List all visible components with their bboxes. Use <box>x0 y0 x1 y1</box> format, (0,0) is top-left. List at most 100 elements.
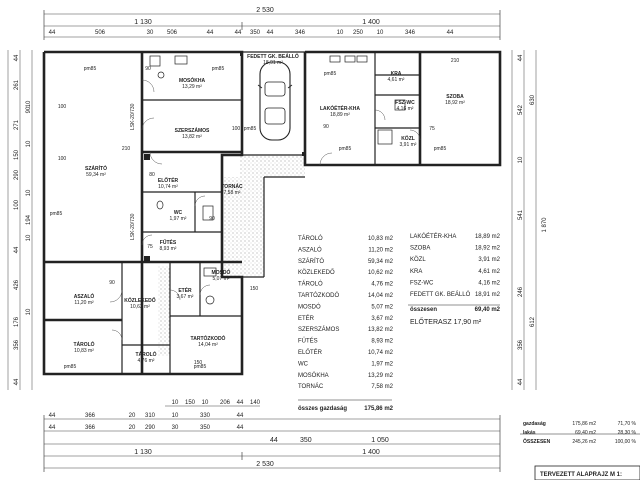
dim-left-chain-item: 194 <box>26 214 32 225</box>
summary-percent: 71,70 % <box>618 421 637 427</box>
dim-bottom-chain-2-item: 350 <box>200 425 211 431</box>
dim-left-chain-item: 10 <box>26 140 32 147</box>
dim-right-chain-item: 612 <box>530 316 536 327</box>
summary-value: 69,40 m2 <box>575 430 596 436</box>
room-area: 10,83 m² <box>74 348 94 354</box>
dim-top-right: 1 400 <box>362 19 380 26</box>
dim-bottom-extra-44: 44 <box>270 437 278 444</box>
room-area: 13,29 m² <box>182 84 202 90</box>
door-width: 210 <box>122 146 131 152</box>
table-left-room-name: WC <box>298 361 309 367</box>
left-dimension-lines: 4426110902711015029010100194104442610176… <box>7 50 33 390</box>
dim-bottom-total: 2 530 <box>256 461 274 468</box>
table-left-total-name: összes gazdaság <box>298 406 347 412</box>
table-left-room-value: 4,76 m2 <box>371 282 393 288</box>
room-name: SZOBA <box>446 94 464 100</box>
dim-bottom-chain-1-item: 44 <box>49 413 56 419</box>
room-name: ELŐTÉR <box>158 176 179 184</box>
dim-left-chain-item: 44 <box>14 54 20 61</box>
table-left-room-name: ELŐTÉR <box>298 349 323 356</box>
bathroom-fixtures <box>149 55 406 305</box>
dim-left-chain-item: 90 <box>26 106 32 113</box>
window-tag: pm85 <box>84 66 97 72</box>
dim-bottom-chain-1-item: 20 <box>129 413 136 419</box>
table-right-room-name: SZOBA <box>410 246 430 252</box>
column-carport-1 <box>240 52 243 56</box>
dim-top-chain-item: 346 <box>295 30 306 36</box>
door-width: 75 <box>429 126 435 132</box>
terrace-hatch-vertical <box>222 177 264 277</box>
dim-bottom-sub-item: 206 <box>220 400 231 406</box>
dim-left-chain-item: 10 <box>26 100 32 107</box>
room-area: 5,07 m² <box>213 276 230 282</box>
table-right-room-name: LAKÓÉTÉR-KHA <box>410 233 456 240</box>
dim-bottom-chain-1-item: 310 <box>145 413 156 419</box>
table-right-room-value: 4,16 m2 <box>478 280 500 286</box>
table-left-room-value: 59,34 m2 <box>368 259 394 265</box>
table-left-room-name: KÖZLEKEDŐ <box>298 269 335 276</box>
column-top <box>144 154 150 160</box>
dim-right-chain-item: 44 <box>518 378 524 385</box>
table-left-room-value: 10,83 m2 <box>368 236 394 242</box>
door-width: 90 <box>323 124 329 130</box>
table-right-total-name: összesen <box>410 307 437 313</box>
table-right-room-name: FSZ-WC <box>410 280 434 286</box>
dim-top-total: 2 530 <box>256 7 274 14</box>
table-right-room-value: 4,61 m2 <box>478 269 500 275</box>
table-left-room-name: TARTÓZKODÓ <box>298 292 339 299</box>
room-area: 18,92 m² <box>445 100 465 106</box>
table-left-total-value: 175,86 m2 <box>364 406 393 412</box>
car-icon <box>257 61 293 141</box>
summary-percent: 100,00 % <box>615 439 637 445</box>
dim-top-chain-item: 44 <box>207 30 214 36</box>
dim-left-chain-item: 10 <box>26 189 32 196</box>
dim-bottom-sub-item: 44 <box>237 400 244 406</box>
window-tag: pm85 <box>50 211 63 217</box>
room-area: 18,91 m² <box>263 60 283 66</box>
window-tag: pm85 <box>244 126 257 132</box>
dim-top-chain-item: 350 <box>250 30 261 36</box>
table-left-room-value: 14,04 m2 <box>368 293 394 299</box>
dim-right-chain-item: 1 870 <box>542 217 548 233</box>
dim-left-chain-item: 100 <box>14 199 20 210</box>
room-name: FŰTÉS <box>160 238 177 246</box>
dim-top-chain-item: 44 <box>447 30 454 36</box>
dim-top-chain-item: 506 <box>95 30 106 36</box>
walls <box>42 50 502 376</box>
dim-top-chain-item: 30 <box>147 30 154 36</box>
room-name: MOSDÓ <box>212 268 231 276</box>
dim-bottom-right: 1 050 <box>371 437 389 444</box>
eloterasz-label: ELŐTERASZ 17,90 m² <box>410 317 482 326</box>
room-area: 10,62 m² <box>130 304 150 310</box>
dim-top-chain-item: 346 <box>405 30 416 36</box>
room-area: 13,82 m² <box>182 134 202 140</box>
table-left-room-name: MOSÓKHA <box>298 372 329 379</box>
column-bottom <box>144 256 150 262</box>
table-left-room-value: 1,97 m2 <box>371 361 393 367</box>
dim-bottom-sub-item: 140 <box>250 400 261 406</box>
column-carport-2 <box>302 152 305 156</box>
dim-right-chain-item: 541 <box>518 209 524 220</box>
room-area: 4,16 m² <box>397 106 414 112</box>
door-width: 75 <box>147 244 153 250</box>
door-width: 80 <box>149 172 155 178</box>
room-area: 8,93 m² <box>160 246 177 252</box>
table-left-room-value: 13,29 m2 <box>368 373 394 379</box>
room-area: 7,58 m² <box>224 190 241 196</box>
dim-top-chain-item: 10 <box>377 30 384 36</box>
dim-bottom-chain-2-item: 366 <box>85 425 96 431</box>
dim-bottom-mid: 1 400 <box>362 449 380 456</box>
lsk-label-top: LSK-20/730 <box>130 103 136 130</box>
lsk-label-bottom: LSK-20/730 <box>130 213 136 240</box>
dim-top-chain-item: 10 <box>337 30 344 36</box>
dim-right-chain-item: 356 <box>518 339 524 350</box>
dim-bottom-extra-350: 350 <box>300 437 312 444</box>
door-width: 90 <box>145 66 151 72</box>
